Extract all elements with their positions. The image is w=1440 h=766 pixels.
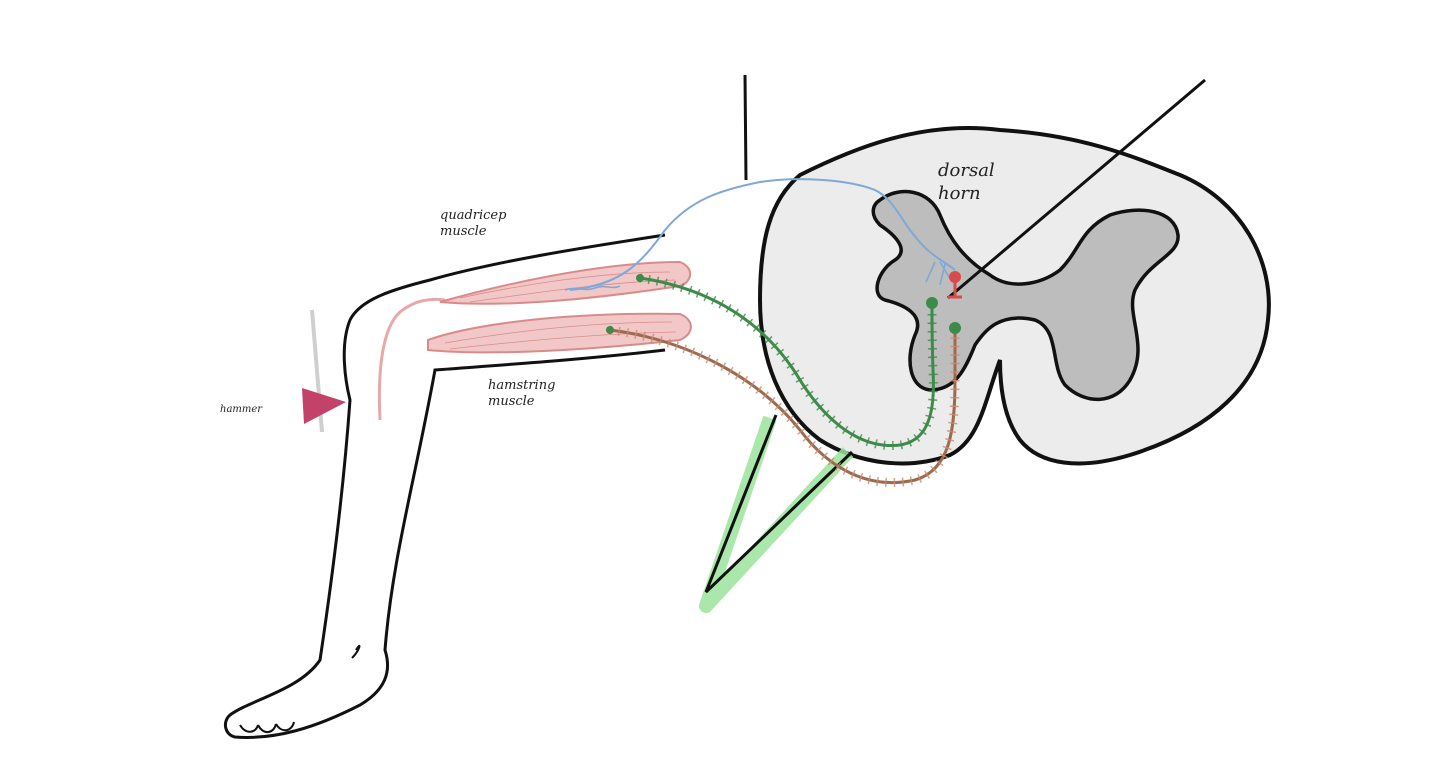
foot-ankle-line	[351, 644, 361, 659]
leg-outline	[223, 233, 666, 739]
motor-neuron-hamstring-myelin	[609, 325, 960, 488]
gray-matter	[871, 189, 1180, 402]
inhibitory-interneuron-body	[949, 271, 961, 283]
hammer-label: hammer	[220, 404, 263, 415]
motor-neuron-quadricep-terminal	[636, 274, 644, 282]
leader-line-v-shape	[704, 414, 854, 594]
motor-neuron-hamstring-body	[949, 322, 961, 334]
hamstring-muscle	[427, 312, 692, 354]
hamstring-label: hamstring muscle	[488, 378, 556, 410]
sensory-neuron	[569, 178, 956, 291]
hamstring-fibers	[444, 321, 677, 350]
quadricep-label: quadricep muscle	[440, 208, 507, 240]
patellar-tendon	[377, 297, 446, 421]
dorsal-horn-label: dorsal horn	[938, 160, 995, 204]
motor-neuron-quadricep-myelin	[639, 273, 938, 451]
motor-neuron-quadricep-body	[926, 297, 938, 309]
leader-line-diagonal	[947, 78, 1206, 300]
quadricep-muscle	[439, 260, 692, 305]
sensory-receptor	[564, 285, 621, 291]
motor-neuron-hamstring-terminal	[606, 326, 614, 334]
hammer-head	[302, 388, 346, 424]
toes	[239, 721, 295, 733]
leader-line-vertical	[743, 74, 748, 181]
